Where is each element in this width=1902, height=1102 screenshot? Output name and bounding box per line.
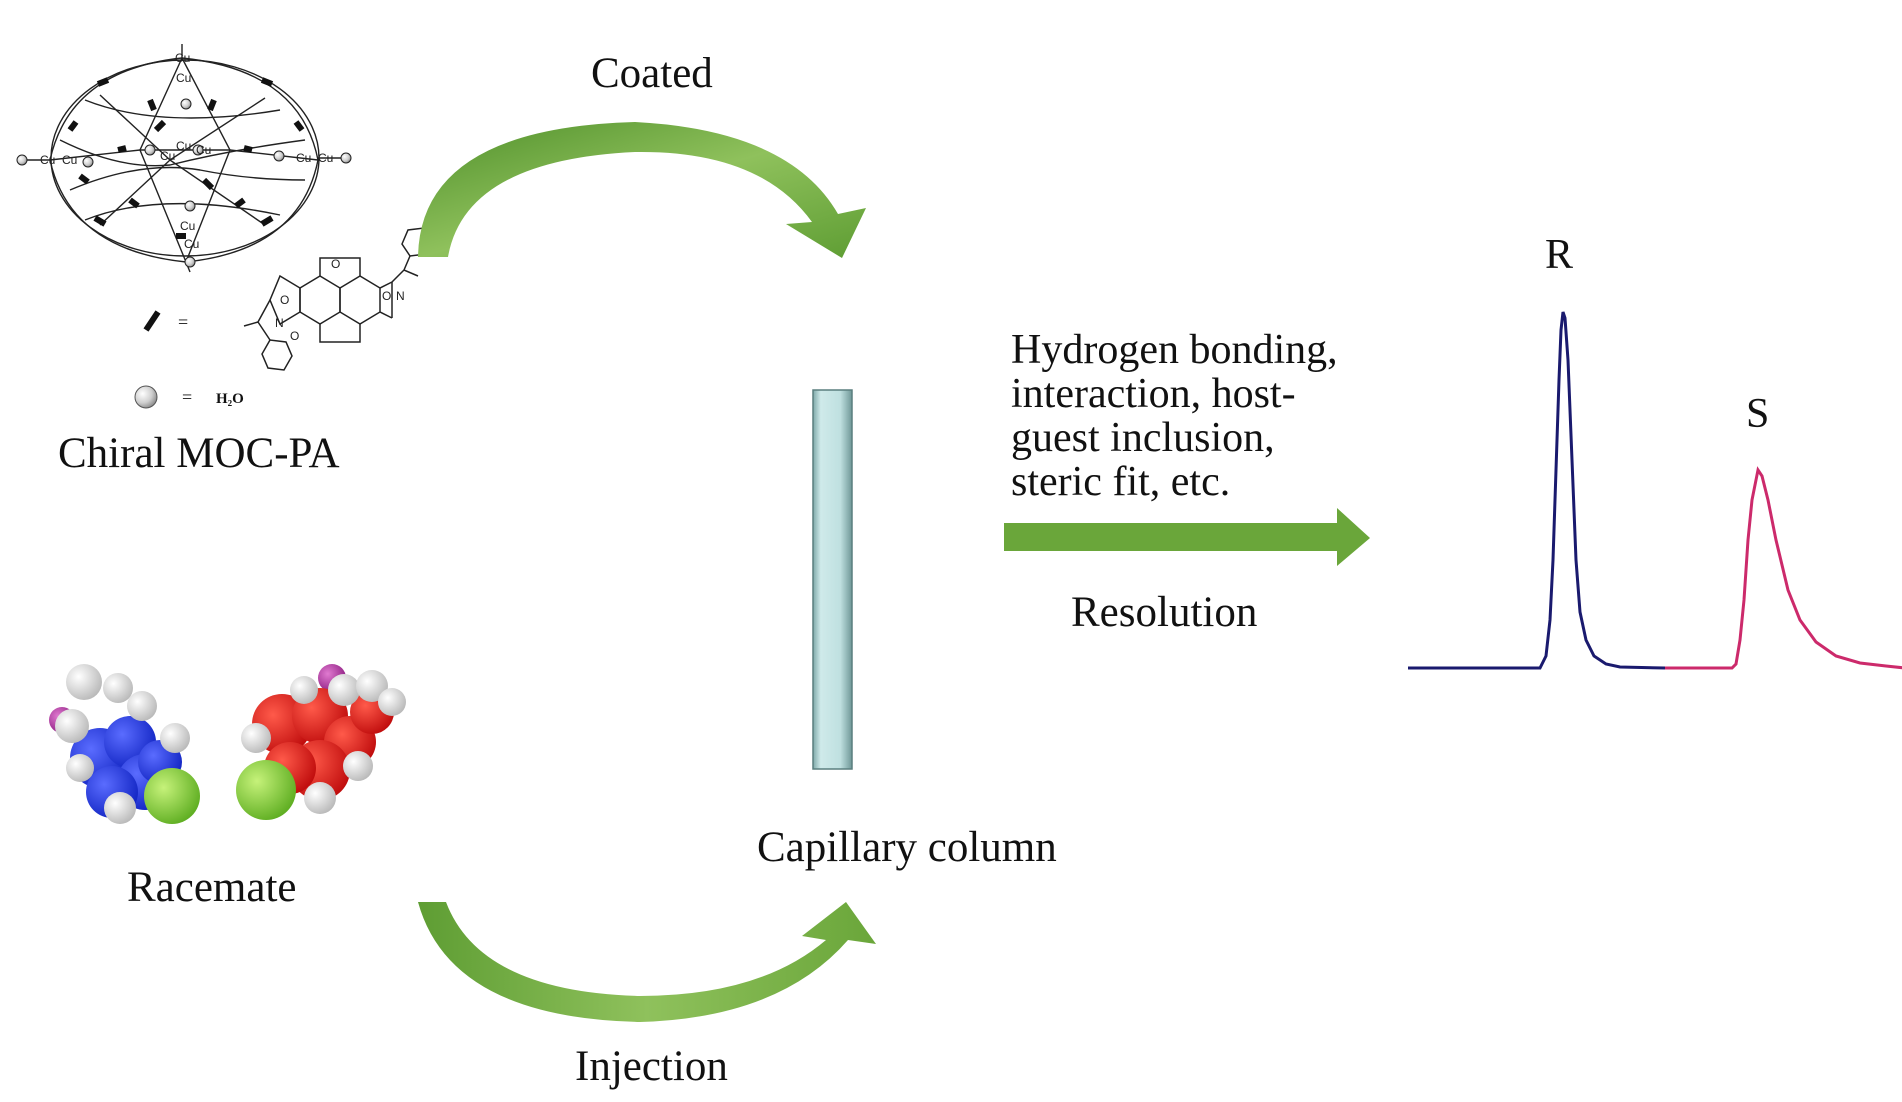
cage-cu-labels: Cu Cu Cu Cu Cu Cu Cu Cu Cu Cu Cu <box>40 51 333 251</box>
chromatogram <box>1408 311 1902 670</box>
peak-r-label: R <box>1545 232 1574 278</box>
equals-sign: = <box>178 312 188 332</box>
cu-label: Cu <box>196 143 211 157</box>
racemate-label: Racemate <box>127 864 297 911</box>
moc-cage-structure <box>16 44 352 273</box>
interaction-line: guest inclusion, <box>1011 415 1275 461</box>
ligand-bar-icon <box>143 310 161 332</box>
cu-label: Cu <box>176 139 191 153</box>
nitrogen-label: N <box>396 289 405 303</box>
chiral-moc-label: Chiral MOC-PA <box>58 430 340 477</box>
injection-label: Injection <box>575 1043 728 1090</box>
interaction-line: interaction, host- <box>1011 371 1296 417</box>
cu-label: Cu <box>184 237 199 251</box>
cu-label: Cu <box>176 71 191 85</box>
racemate-red-molecule <box>236 664 406 820</box>
cu-label: Cu <box>318 151 333 165</box>
interaction-mechanisms-text: Hydrogen bonding, interaction, host- gue… <box>1011 328 1338 504</box>
cu-label: Cu <box>40 153 55 167</box>
interaction-line: Hydrogen bonding, <box>1011 327 1338 373</box>
cu-label: Cu <box>180 219 195 233</box>
cu-label: Cu <box>296 151 311 165</box>
cu-label: Cu <box>160 149 175 163</box>
injection-arrow <box>418 902 876 1022</box>
coated-arrow <box>418 122 866 258</box>
oxygen-label: O <box>290 329 299 343</box>
oxygen-label: O <box>331 257 340 271</box>
water-label: H₂O <box>216 391 244 407</box>
peak-s-label: S <box>1746 391 1770 437</box>
oxygen-label: O <box>382 289 391 303</box>
equals-sign: = <box>182 387 192 407</box>
nitrogen-label: N <box>275 316 284 330</box>
racemate-blue-molecule <box>49 664 200 824</box>
peak-r-trace <box>1408 311 1666 670</box>
coated-label: Coated <box>591 50 713 97</box>
oxygen-label: O <box>280 293 289 307</box>
capillary-column-label: Capillary column <box>757 824 1057 871</box>
ligand-atom-labels: O N O O N O <box>275 257 405 343</box>
resolution-label: Resolution <box>1071 589 1258 636</box>
cu-label: Cu <box>175 51 190 65</box>
resolution-arrow <box>1004 508 1370 566</box>
cu-label: Cu <box>62 153 77 167</box>
interaction-line: steric fit, etc. <box>1011 459 1231 505</box>
water-sphere-icon <box>134 385 158 409</box>
peak-s-trace <box>1665 466 1902 670</box>
capillary-column <box>812 389 853 770</box>
